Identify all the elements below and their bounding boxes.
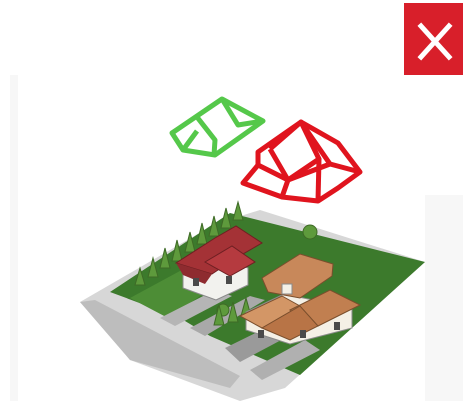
roof-outline-red	[243, 122, 360, 201]
roof-outline-green	[172, 99, 263, 155]
